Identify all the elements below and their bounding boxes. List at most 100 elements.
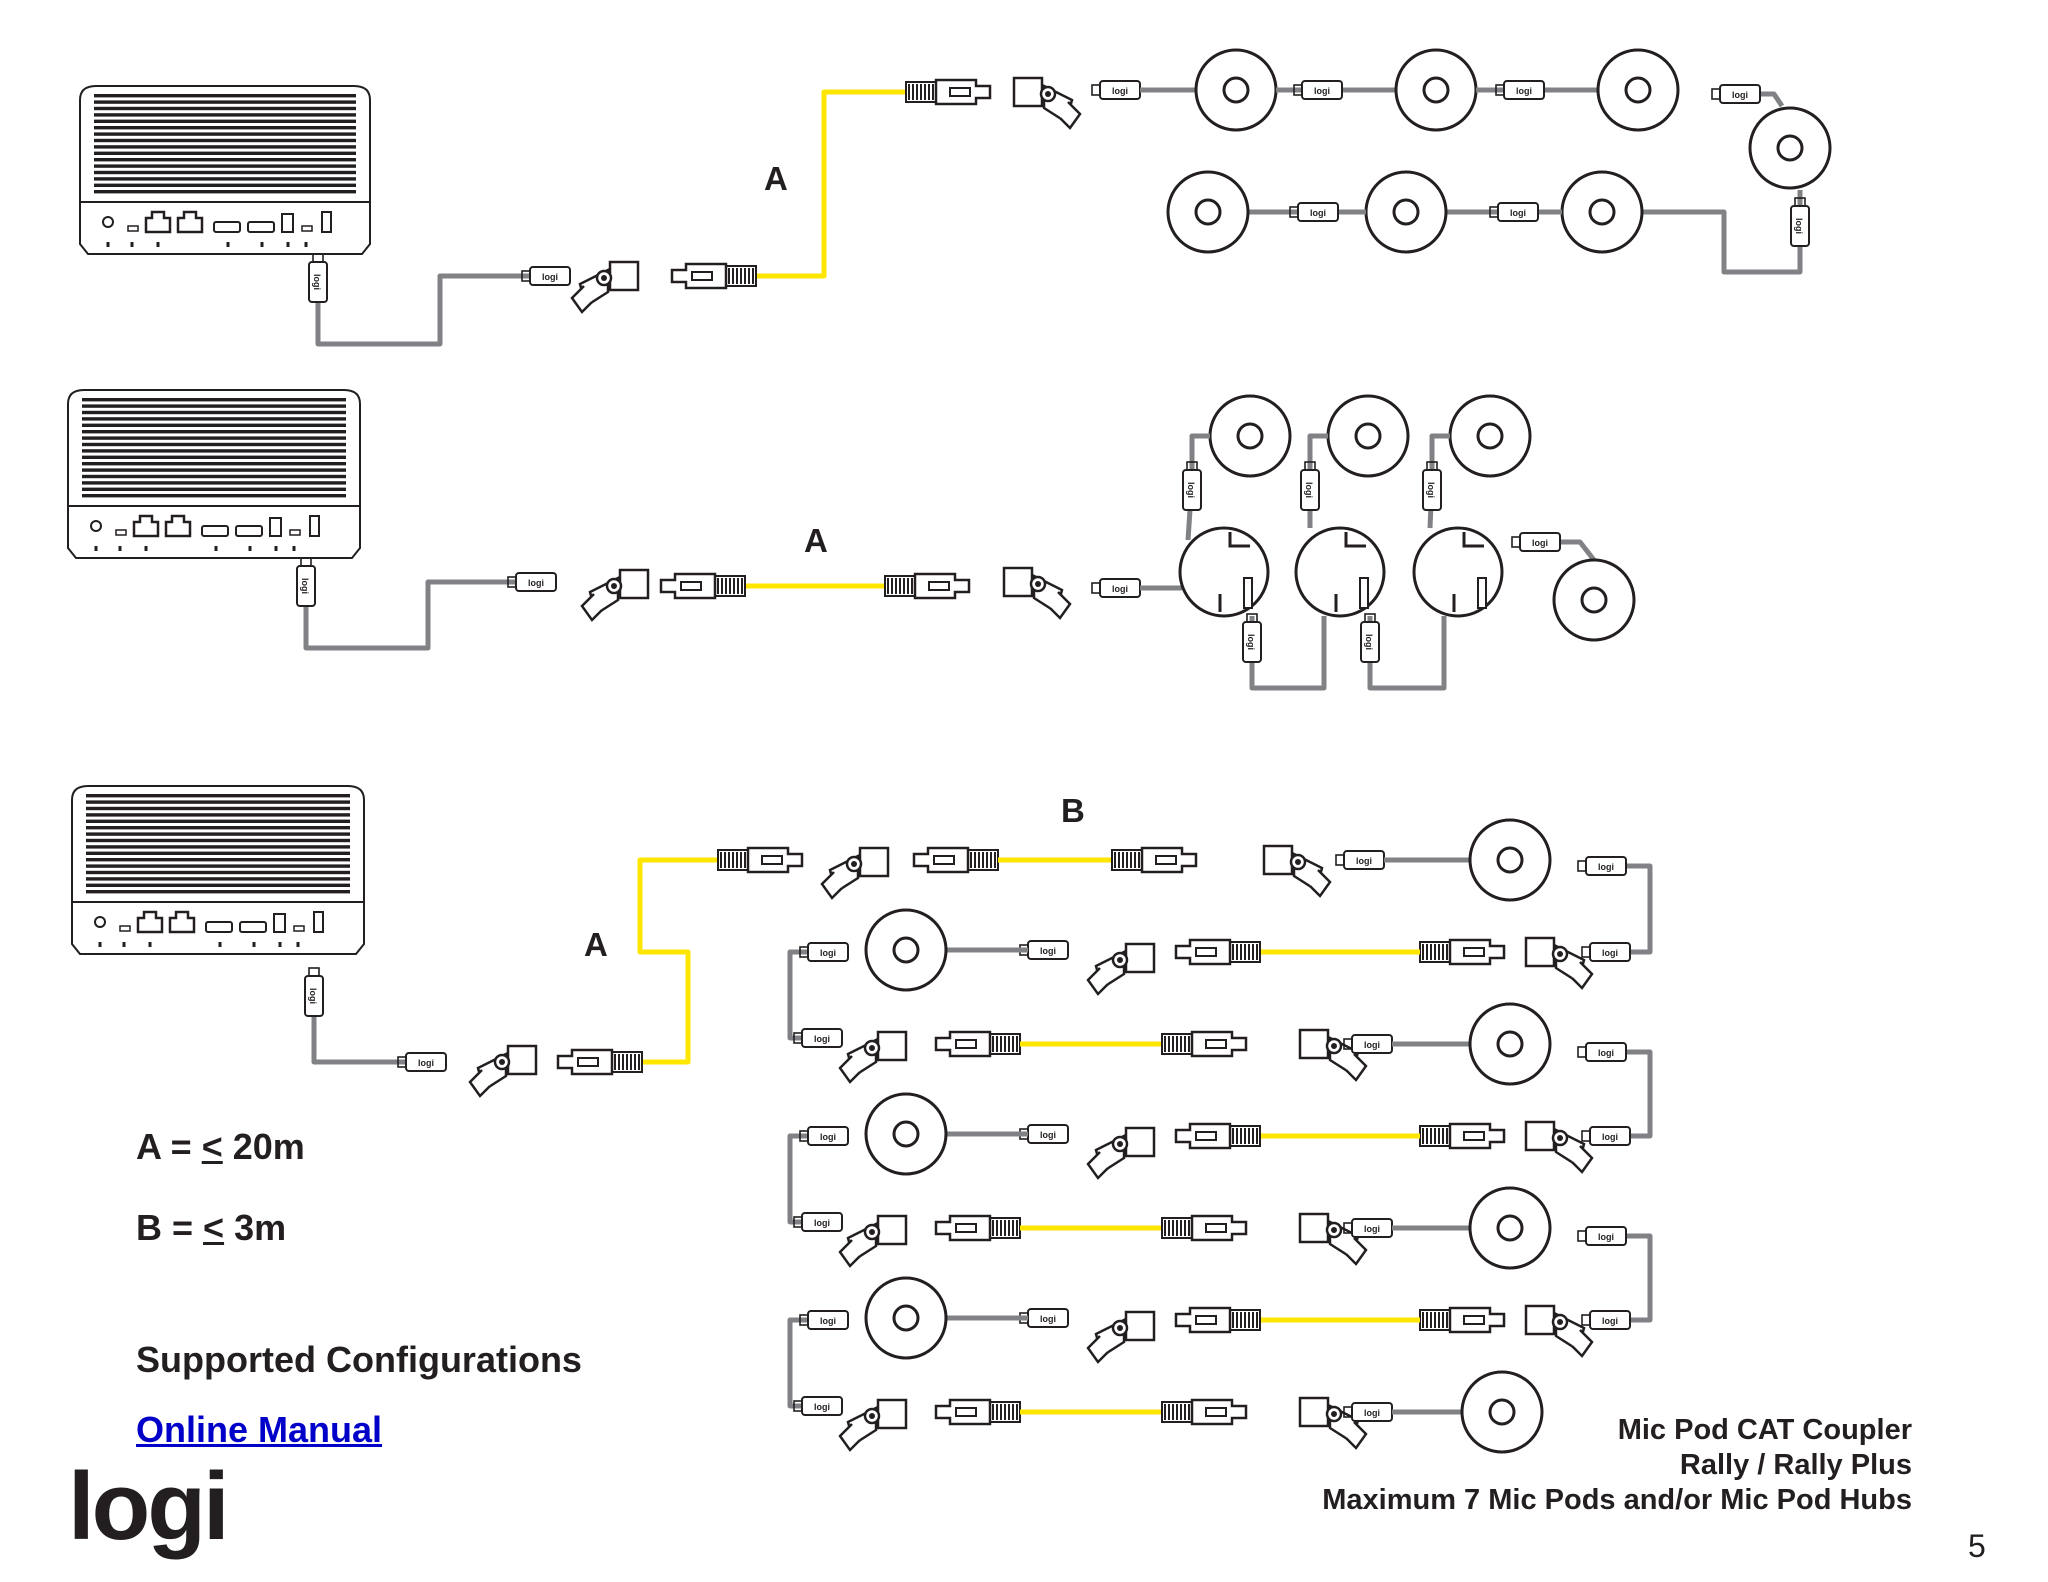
usb-connector-pod-4-5: logi xyxy=(1790,197,1810,247)
usb-cable-turn-lr-3 xyxy=(1620,1233,1653,1323)
connector-logo-text: logi xyxy=(814,1218,830,1228)
mic-pod-9 xyxy=(1326,394,1410,478)
coupler-row-lr-3-out xyxy=(1298,1212,1368,1266)
rj45-row-lr-4-out xyxy=(1161,1398,1248,1426)
coupler-row-1-in xyxy=(820,846,890,900)
connector-logo-text: logi xyxy=(820,1316,836,1326)
connector-logo-text: logi xyxy=(820,1132,836,1142)
mic-pod-row-lr-2 xyxy=(1468,1002,1552,1086)
coupler-row-rl-3-out xyxy=(1086,1126,1156,1180)
connector-logo-text: logi xyxy=(1598,862,1614,872)
connector-logo-text: logi xyxy=(814,1034,830,1044)
usb-connector-coupler-in-2: logi xyxy=(507,572,557,592)
usb-connector-far-2: logi xyxy=(1091,578,1141,598)
connector-logo-text: logi xyxy=(1598,1232,1614,1242)
connector-logo-text: logi xyxy=(1794,218,1804,234)
usb-connector-hub-3: logi xyxy=(304,967,324,1017)
mic-pod-4 xyxy=(1748,106,1832,190)
legend-a-symbol: < xyxy=(201,1126,223,1167)
usb-cable-turn-rl-4 xyxy=(787,1317,822,1409)
rj45-near-3 xyxy=(556,1048,643,1076)
usb-connector-pod-6-7: logi xyxy=(1289,202,1339,222)
rj45-row-rl-2-in xyxy=(1419,938,1506,966)
connector-logo-text: logi xyxy=(814,1402,830,1412)
computer-hub-config-1 xyxy=(79,85,371,255)
usb-connector-hub1-pod: logi xyxy=(1182,461,1202,511)
coupler-row-lr-2-out xyxy=(1298,1028,1368,1082)
coupler-far-1 xyxy=(1012,76,1082,130)
coupler-far-2 xyxy=(1002,566,1072,620)
label-a-config-2: A xyxy=(804,522,828,559)
rj45-row-rl-3-in xyxy=(1419,1122,1506,1150)
mic-pod-row-lr-4 xyxy=(1460,1370,1544,1454)
usb-cable-hub2-hub3 xyxy=(1367,616,1447,691)
usb-connector-hub2-hub3: logi xyxy=(1360,613,1380,663)
coupler-row-rl-2-in xyxy=(1524,936,1594,990)
rj45-row-lr-2-in xyxy=(934,1030,1021,1058)
coupler-row-lr-4-in xyxy=(838,1398,908,1452)
coupler-row-rl-3-in xyxy=(1524,1120,1594,1174)
coupler-row-lr-3-in xyxy=(838,1214,908,1268)
mic-pod-6 xyxy=(1364,170,1448,254)
cat-cable-a-config-1 xyxy=(756,89,906,279)
usb-connector-coupler-in-1: logi xyxy=(521,266,571,286)
mic-pod-1 xyxy=(1194,48,1278,132)
usb-connector-row-lr-2: logi xyxy=(1343,1034,1393,1054)
rj45-row-rl-4-in xyxy=(1419,1306,1506,1334)
mic-pod-10 xyxy=(1448,394,1532,478)
usb-cable-hub-to-coupler-1 xyxy=(315,273,530,347)
rj45-row-lr-2-out xyxy=(1161,1030,1248,1058)
usb-connector-turn-rl-3-a: logi xyxy=(799,1126,849,1146)
coupler-near-1 xyxy=(570,260,640,314)
usb-connector-row-rl-2: logi xyxy=(1019,940,1069,960)
usb-connector-turn-lr-2-b: logi xyxy=(1581,1126,1631,1146)
usb-connector-hub3-pod-11: logi xyxy=(1511,532,1561,552)
legend-b: B = < 3m xyxy=(136,1207,286,1249)
connector-logo-text: logi xyxy=(1310,208,1326,218)
note-compatibility: Rally / Rally Plus xyxy=(1679,1449,1912,1481)
coupler-row-1-out xyxy=(1262,844,1332,898)
usb-connector-turn-lr-3-a: logi xyxy=(1577,1226,1627,1246)
usb-cable-turn-rl-3 xyxy=(787,1133,822,1225)
label-a-config-1: A xyxy=(764,160,788,197)
mic-pod-2 xyxy=(1394,48,1478,132)
usb-connector-turn-1-b: logi xyxy=(1581,942,1631,962)
connector-logo-text: logi xyxy=(1364,1408,1380,1418)
mic-pod-row-lr-3 xyxy=(1468,1186,1552,1270)
mic-pod-row-rl-3 xyxy=(864,1092,948,1176)
note-product: Mic Pod CAT Coupler xyxy=(1617,1414,1912,1446)
mic-pod-hub-2 xyxy=(1294,526,1386,618)
mic-pod-hub-3 xyxy=(1412,526,1504,618)
online-manual-link[interactable]: Online Manual xyxy=(136,1409,383,1450)
coupler-near-2 xyxy=(580,568,650,622)
usb-connector-hub-2: logi xyxy=(296,557,316,607)
note-maximum: Maximum 7 Mic Pods and/or Mic Pod Hubs xyxy=(1322,1484,1912,1516)
usb-connector-row-lr-3: logi xyxy=(1343,1218,1393,1238)
mic-pod-hub-1 xyxy=(1178,526,1270,618)
usb-connector-far-1: logi xyxy=(1091,80,1141,100)
connector-logo-text: logi xyxy=(308,988,318,1004)
coupler-row-rl-2-out xyxy=(1086,942,1156,996)
label-b-config-3: B xyxy=(1061,792,1085,829)
coupler-row-lr-2-in xyxy=(838,1030,908,1084)
connector-logo-text: logi xyxy=(528,578,544,588)
legend-b-symbol: < xyxy=(203,1207,225,1248)
connector-logo-text: logi xyxy=(300,578,310,594)
usb-connector-pod-2-3: logi xyxy=(1495,80,1545,100)
rj45-row-rl-3-out xyxy=(1174,1122,1261,1150)
connector-logo-text: logi xyxy=(1040,1314,1056,1324)
usb-cable-hub-to-coupler-2 xyxy=(303,579,520,651)
usb-connector-hub2-pod: logi xyxy=(1300,461,1320,511)
connector-logo-text: logi xyxy=(1732,90,1748,100)
rj45-far-1 xyxy=(905,78,992,106)
rj45-far-3 xyxy=(717,846,804,874)
page-title: Supported Configurations xyxy=(136,1339,582,1380)
connector-logo-text: logi xyxy=(1364,1224,1380,1234)
rj45-row-rl-4-out xyxy=(1174,1306,1261,1334)
legend-b-prefix: B = xyxy=(136,1207,204,1248)
usb-connector-pod-5-6: logi xyxy=(1489,202,1539,222)
mic-pod-row-rl-4 xyxy=(864,1276,948,1360)
rj45-row-lr-3-out xyxy=(1161,1214,1248,1242)
connector-logo-text: logi xyxy=(1040,946,1056,956)
rj45-near-2 xyxy=(659,572,746,600)
